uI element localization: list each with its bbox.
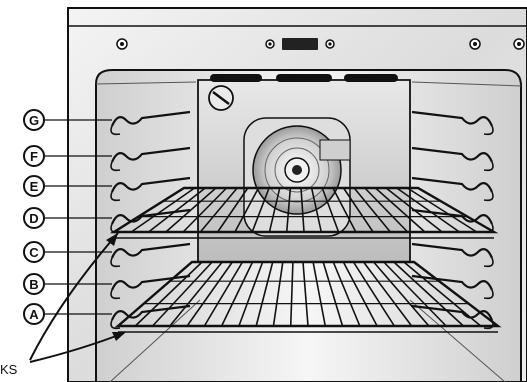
rack-position-letter: D: [29, 211, 38, 226]
oven-light-icon: [209, 86, 233, 110]
rack-position-letter: A: [29, 307, 39, 322]
rack-callout-text: KS: [0, 362, 18, 377]
rack-position-letter: G: [29, 113, 39, 128]
rack-position-letter: C: [29, 245, 39, 260]
screw-icon: [470, 39, 480, 49]
screw-icon: [117, 39, 127, 49]
screw-icon: [266, 40, 274, 48]
oven-back-wall: [198, 74, 410, 262]
screw-icon: [326, 40, 334, 48]
screw-icon: [514, 39, 524, 49]
rack-position-letter: F: [30, 149, 38, 164]
rack-position-letter: B: [29, 277, 38, 292]
display-slot-icon: [282, 38, 318, 50]
rack-position-letter: E: [30, 179, 39, 194]
